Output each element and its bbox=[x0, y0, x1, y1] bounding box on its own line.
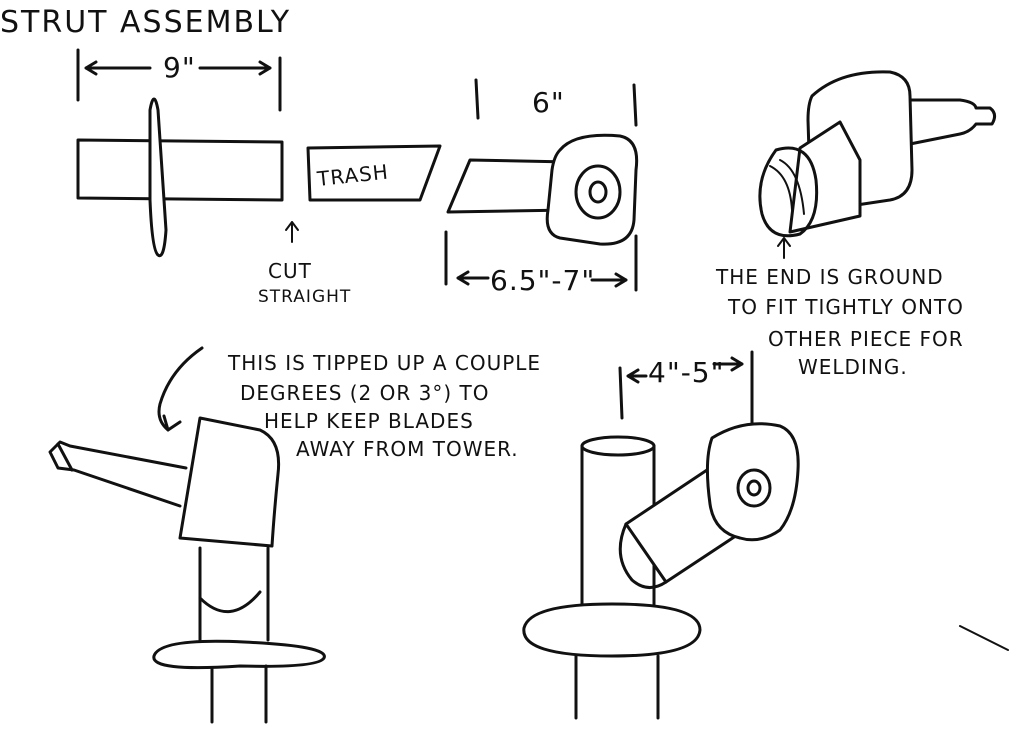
dim-arrow-left-65 bbox=[456, 270, 490, 286]
dim-line-left-45 bbox=[618, 366, 624, 420]
tipped-note-line-1: THIS IS TIPPED UP A COUPLE bbox=[227, 351, 541, 375]
dim-line-left-6 bbox=[474, 78, 480, 120]
ground-note-line-1: THE END IS GROUND bbox=[715, 265, 944, 289]
crossarm-hole-outer bbox=[736, 468, 772, 508]
trash-piece: TRASH bbox=[306, 144, 442, 202]
ground-note-line-4: WELDING. bbox=[798, 355, 908, 379]
dim-label-45in: 4"-5" bbox=[648, 356, 725, 389]
tube-flange bbox=[148, 97, 168, 258]
dim-arrow-right-9 bbox=[198, 60, 272, 76]
tube-body bbox=[76, 138, 284, 202]
boss-block bbox=[545, 133, 639, 246]
tipped-lower-post bbox=[210, 664, 268, 724]
tipped-side-view: THIS IS TIPPED UP A COUPLE DEGREES (2 OR… bbox=[48, 346, 541, 724]
ground-arrow bbox=[777, 237, 791, 259]
crossarm-weld bbox=[618, 522, 668, 589]
ground-note: THE END IS GROUND TO FIT TIGHTLY ONTO OT… bbox=[715, 265, 964, 379]
tipped-flange bbox=[152, 639, 326, 670]
tipped-post bbox=[198, 546, 270, 642]
boss-hole-inner bbox=[588, 180, 608, 204]
tipped-spindle bbox=[48, 440, 188, 508]
dim-label-6in: 6" bbox=[532, 86, 565, 119]
ground-marks bbox=[769, 159, 805, 215]
assembled-strut: 4"-5" bbox=[522, 350, 800, 720]
post-top bbox=[580, 435, 656, 457]
ground-note-line-2: TO FIT TIGHTLY ONTO bbox=[727, 295, 964, 319]
tube-with-boss: 6" 6.5"-7" bbox=[444, 78, 639, 297]
ground-tube bbox=[788, 120, 862, 234]
assembled-flange bbox=[522, 602, 702, 658]
stray-mark bbox=[959, 625, 1009, 651]
boss-hole-outer bbox=[574, 164, 622, 220]
title: STRUT ASSEMBLY bbox=[0, 5, 291, 40]
dim-label-65in: 6.5"-7" bbox=[490, 264, 595, 297]
tipped-note-line-4: AWAY FROM TOWER. bbox=[296, 437, 519, 461]
crossarm-hole-inner bbox=[746, 479, 762, 497]
assembled-lower-post bbox=[574, 654, 660, 720]
straight-tube-with-flange: 9" bbox=[76, 48, 284, 258]
dim-arrow-left-9 bbox=[84, 60, 152, 76]
dim-line-right-6 bbox=[632, 83, 638, 127]
dim-arrow-right-65 bbox=[590, 272, 628, 288]
tipped-note-line-2: DEGREES (2 OR 3°) TO bbox=[240, 381, 489, 405]
ground-saddle-end bbox=[758, 146, 819, 238]
cut-straight-marker: CUT STRAIGHT bbox=[258, 221, 351, 307]
dim-arrow-left-45 bbox=[626, 368, 648, 384]
tipped-post-curve bbox=[198, 590, 262, 614]
tipped-spindle-tip bbox=[56, 442, 74, 472]
spindle bbox=[878, 98, 997, 150]
dim-label-9in: 9" bbox=[163, 51, 196, 84]
tipped-callout-arrow bbox=[157, 346, 204, 432]
tipped-block bbox=[178, 416, 281, 548]
ground-end-perspective bbox=[758, 70, 997, 259]
trash-label: TRASH bbox=[315, 160, 390, 191]
cut-label-2: STRAIGHT bbox=[258, 287, 351, 307]
cut-label-1: CUT bbox=[268, 259, 312, 283]
trash-body bbox=[306, 144, 442, 202]
dim-arrow-right-45 bbox=[712, 356, 744, 372]
cut-arrow bbox=[285, 221, 299, 243]
ground-note-line-3: OTHER PIECE FOR bbox=[768, 327, 964, 351]
tipped-note-line-3: HELP KEEP BLADES bbox=[264, 409, 474, 433]
